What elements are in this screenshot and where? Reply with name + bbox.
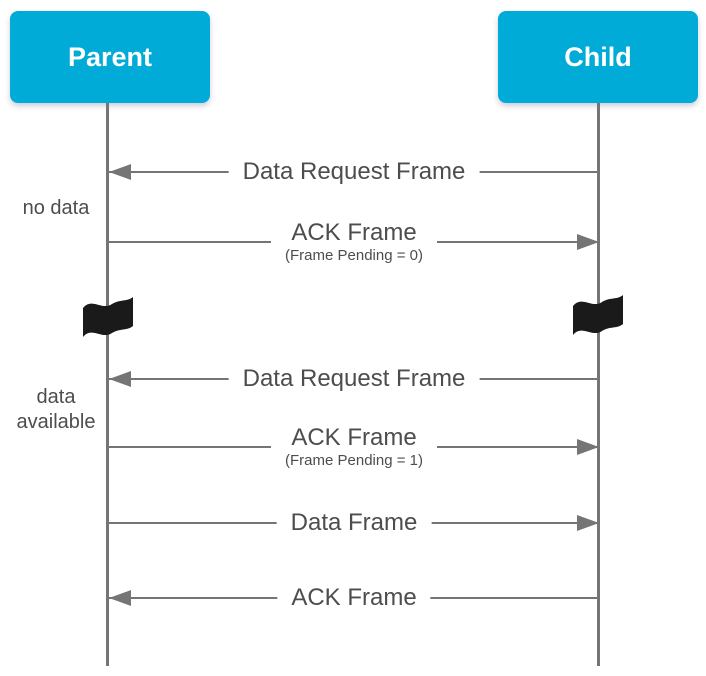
message-label: Data Request Frame: [242, 158, 466, 186]
flag-icon: [573, 295, 623, 335]
message-label-wrap: Data Request Frame: [228, 157, 480, 187]
actor-child: Child: [498, 11, 698, 103]
arrowhead-left-icon: [109, 164, 131, 180]
arrowhead-right-icon: [577, 439, 599, 455]
message-label-wrap: ACK Frame (Frame Pending = 1): [271, 423, 437, 471]
message-label: Data Request Frame: [242, 365, 466, 393]
message-label: Data Frame: [290, 509, 418, 537]
arrowhead-right-icon: [577, 234, 599, 250]
arrowhead-left-icon: [109, 371, 131, 387]
lifeline-parent: [106, 103, 109, 666]
lifeline-child: [597, 103, 600, 666]
message-label: ACK Frame: [291, 584, 417, 612]
arrowhead-left-icon: [109, 590, 131, 606]
message-label: ACK Frame: [291, 424, 417, 452]
side-note-data-available: data available: [16, 386, 96, 433]
actor-parent: Parent: [10, 11, 210, 103]
message-label: ACK Frame: [291, 219, 417, 247]
message-sublabel: (Frame Pending = 0): [285, 246, 423, 264]
message-sublabel: (Frame Pending = 1): [285, 451, 423, 469]
message-label-wrap: ACK Frame: [277, 583, 431, 613]
flag-icon: [83, 297, 133, 337]
message-label-wrap: ACK Frame (Frame Pending = 0): [271, 218, 437, 266]
arrowhead-right-icon: [577, 515, 599, 531]
side-note-no-data: no data: [22, 197, 90, 219]
message-label-wrap: Data Frame: [276, 508, 432, 538]
message-label-wrap: Data Request Frame: [228, 364, 480, 394]
